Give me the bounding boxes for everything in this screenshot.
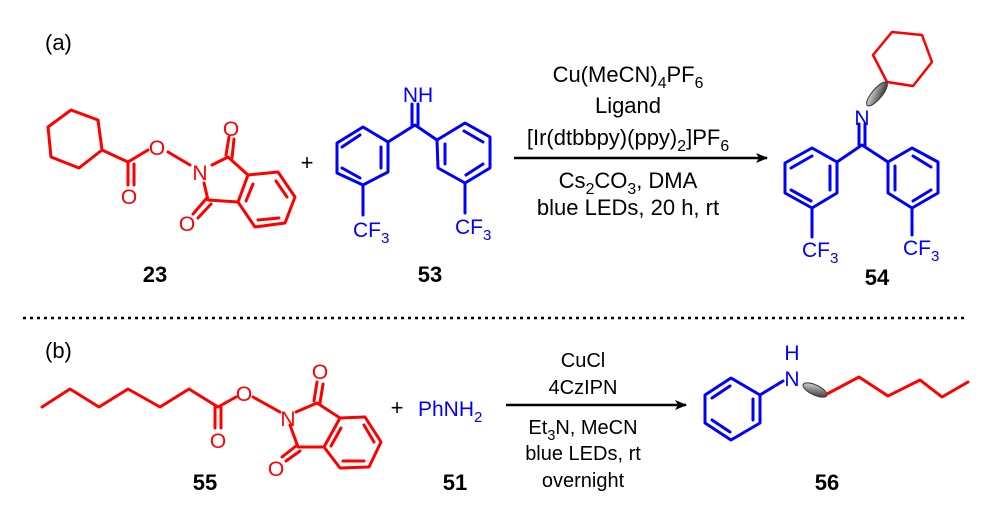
- cf3-group: CF3: [903, 237, 939, 265]
- compound-label-51: 51: [443, 470, 467, 495]
- subscript: 3: [627, 181, 636, 198]
- subscript: 2: [474, 409, 482, 426]
- atom-o: O: [236, 383, 252, 406]
- atom-h: H: [784, 342, 799, 365]
- atom-o: O: [210, 430, 226, 453]
- atom-n: N: [280, 408, 295, 431]
- reaction-conditions-b: CuCl 4CzIPN Et3N, MeCN blue LEDs, rt ove…: [525, 350, 641, 492]
- radical-bond-ellipse: [866, 81, 888, 107]
- subscript: 3: [547, 428, 555, 444]
- plus-sign: +: [301, 150, 314, 175]
- plus-sign: +: [391, 395, 404, 420]
- compound-54-structure: N CF3 CF3: [783, 30, 940, 267]
- formula-text: [Ir(dtbbpy)(ppy): [527, 125, 677, 150]
- condition-line: Cu(MeCN)4PF6: [553, 62, 704, 92]
- compound-label-23: 23: [143, 262, 167, 287]
- compound-label-54: 54: [865, 265, 890, 290]
- subscript: 2: [677, 138, 686, 155]
- formula-text: Cu(MeCN): [553, 62, 658, 87]
- condition-line: overnight: [542, 470, 625, 492]
- compound-label-55: 55: [193, 470, 217, 495]
- atom-o: O: [223, 118, 239, 141]
- compound-23-structure: O O N O O: [46, 108, 297, 236]
- condition-line: 4CzIPN: [549, 377, 618, 399]
- compound-55-structure: O O N O O: [40, 361, 383, 481]
- formula-text: , DMA: [636, 168, 697, 193]
- formula-text: blue LEDs, rt: [525, 443, 641, 465]
- formula-text: 4CzIPN: [549, 377, 618, 399]
- condition-line: CuCl: [561, 350, 605, 372]
- formula-text: Ligand: [595, 93, 661, 118]
- atom-n: N: [854, 107, 869, 130]
- formula-text: CF: [353, 219, 381, 242]
- subscript: 3: [483, 227, 491, 244]
- subscript: 3: [931, 248, 939, 265]
- condition-line: Ligand: [595, 93, 661, 118]
- atom-o: O: [312, 361, 328, 384]
- condition-line: blue LEDs, 20 h, rt: [537, 195, 719, 220]
- atom-n: N: [192, 162, 207, 185]
- radical-bond-ellipse: [802, 382, 828, 398]
- subscript: 2: [586, 181, 595, 198]
- aniline-formula: PhNH2: [418, 398, 482, 426]
- atom-nh: NH: [403, 84, 433, 107]
- subscript: 3: [381, 230, 389, 247]
- condition-line: [Ir(dtbbpy)(ppy)2]PF6: [527, 125, 729, 155]
- atom-o: O: [268, 458, 284, 481]
- part-a-label: (a): [45, 30, 72, 55]
- atom-o: O: [149, 137, 165, 160]
- atom-o: O: [179, 213, 195, 236]
- formula-text: PF: [667, 62, 695, 87]
- subscript: 3: [830, 250, 838, 267]
- atom-n: N: [784, 368, 799, 391]
- part-b-label: (b): [45, 338, 72, 363]
- subscript: 6: [695, 75, 704, 92]
- subscript: 4: [658, 75, 667, 92]
- cf3-group: CF3: [353, 219, 389, 247]
- formula-text: blue LEDs, 20 h, rt: [537, 195, 719, 220]
- condition-line: blue LEDs, rt: [525, 443, 641, 465]
- formula-text: CF: [802, 239, 830, 262]
- reaction-conditions-a: Cu(MeCN)4PF6 Ligand [Ir(dtbbpy)(ppy)2]PF…: [527, 62, 729, 220]
- atom-o: O: [121, 186, 137, 209]
- formula-text: overnight: [542, 470, 625, 492]
- compound-53-structure: NH CF3 CF3: [335, 84, 492, 247]
- formula-text: Et: [528, 417, 547, 439]
- compound-label-53: 53: [418, 262, 442, 287]
- formula-text: N, MeCN: [555, 417, 637, 439]
- formula-text: CuCl: [561, 350, 605, 372]
- formula-text: CF: [455, 216, 483, 239]
- formula-text: Cs: [559, 168, 586, 193]
- subscript: 6: [720, 138, 729, 155]
- formula-text: PhNH: [418, 398, 474, 421]
- condition-line: Et3N, MeCN: [528, 417, 637, 444]
- cf3-group: CF3: [455, 216, 491, 244]
- compound-56-structure: N H: [703, 342, 970, 442]
- cf3-group: CF3: [802, 239, 838, 267]
- formula-text: ]PF: [686, 125, 720, 150]
- formula-text: CO: [594, 168, 627, 193]
- formula-text: CF: [903, 237, 931, 260]
- condition-line: Cs2CO3, DMA: [559, 168, 698, 198]
- compound-label-56: 56: [815, 470, 839, 495]
